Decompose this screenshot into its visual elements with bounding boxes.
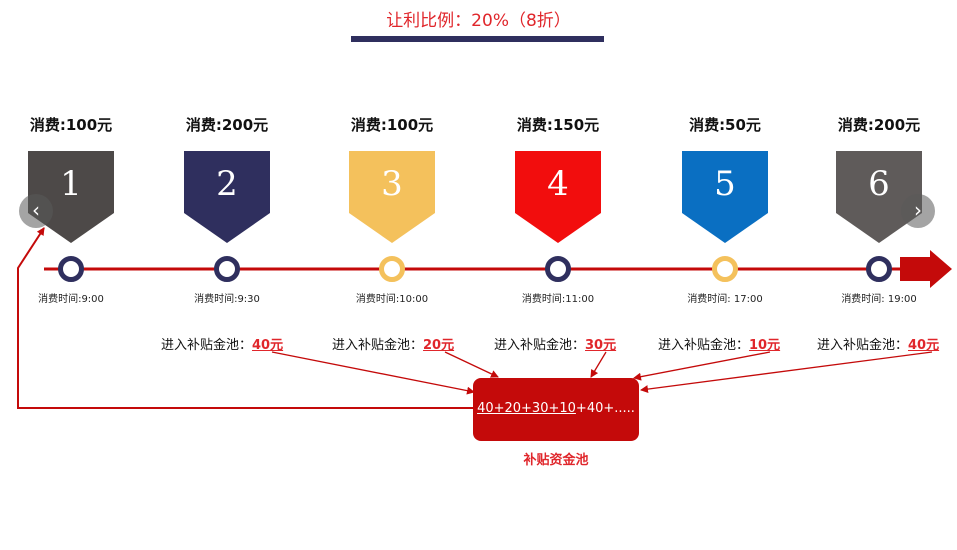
stage-6-timeline-node	[866, 256, 892, 282]
stage-6-number: 6	[868, 164, 890, 204]
stage-3-pool-contribution: 进入补贴金池：30元	[494, 334, 616, 353]
stage-1-time: 消费时间:9:00	[38, 294, 104, 305]
pool-formula: 40+20+30+10+40+.....	[473, 401, 639, 416]
stage-6-spend-label: 消费:200元	[837, 116, 921, 134]
pool-in-label: 进入补贴金池：	[161, 338, 253, 353]
stage-2-pool-contribution: 进入补贴金池：20元	[332, 334, 454, 353]
stage-5-badge: 5	[682, 151, 768, 243]
next-slide-button[interactable]: ›	[901, 194, 935, 228]
stage-2-timeline-node	[214, 256, 240, 282]
stage-4-badge: 4	[515, 151, 601, 243]
pool-in-label: 进入补贴金池：	[817, 338, 909, 353]
stage-4-timeline-node	[545, 256, 571, 282]
stage-1-timeline-node	[58, 256, 84, 282]
stage-2-spend-label: 消费:200元	[185, 116, 269, 134]
pool-in-label: 进入补贴金池：	[658, 338, 750, 353]
stage-5-time: 消费时间: 17:00	[687, 294, 763, 305]
pool-in-label: 进入补贴金池：	[332, 338, 424, 353]
pool-caption: 补贴资金池	[523, 453, 589, 468]
stage-5-number: 5	[714, 164, 736, 204]
pool-formula-rest: +40+.....	[575, 401, 635, 416]
arrow-5	[640, 351, 933, 394]
stage-5-timeline-node	[712, 256, 738, 282]
stage-2-badge: 2	[184, 151, 270, 243]
chevron-right-icon: ›	[914, 198, 922, 222]
stage-3-time: 消费时间:10:00	[355, 294, 429, 305]
stage-4-number: 4	[547, 164, 569, 204]
stage-2-number: 2	[216, 164, 238, 204]
pool-in-amount: 20元	[423, 338, 455, 353]
stage-4-time: 消费时间:11:00	[521, 294, 595, 305]
stage-4-pool-contribution: 进入补贴金池：10元	[658, 334, 780, 353]
chevron-left-icon: ‹	[32, 198, 40, 222]
stage-6-time: 消费时间: 19:00	[841, 294, 917, 305]
pool-formula-underlined: 40+20+30+10	[477, 401, 576, 416]
stage-4-spend-label: 消费:150元	[516, 116, 600, 134]
pool-in-amount: 40元	[252, 338, 284, 353]
page-title: 让利比例：20%（8折）	[386, 11, 571, 31]
stage-3-timeline-node	[379, 256, 405, 282]
stage-3-number: 3	[381, 164, 403, 204]
stage-1-number: 1	[60, 164, 82, 204]
title-underline	[351, 36, 604, 42]
stage-1-pool-contribution: 进入补贴金池：40元	[161, 334, 283, 353]
stage-3-spend-label: 消费:100元	[350, 116, 434, 134]
pool-in-amount: 30元	[585, 338, 617, 353]
stage-2-time: 消费时间:9:30	[194, 294, 260, 305]
stage-5-pool-contribution: 进入补贴金池：40元	[817, 334, 939, 353]
stage-1-spend-label: 消费:100元	[29, 116, 113, 134]
stage-5-spend-label: 消费:50元	[689, 116, 761, 134]
pool-in-label: 进入补贴金池：	[494, 338, 586, 353]
prev-slide-button[interactable]: ‹	[19, 194, 53, 228]
arrow-3	[590, 351, 607, 378]
pool-in-amount: 10元	[749, 338, 781, 353]
arrow-4	[633, 351, 771, 381]
arrow-1	[271, 351, 475, 395]
pool-in-amount: 40元	[908, 338, 940, 353]
subsidy-pool-box: 40+20+30+10+40+.....	[473, 378, 639, 441]
stage-3-badge: 3	[349, 151, 435, 243]
arrow-2	[444, 351, 499, 378]
feedback-arrow	[17, 227, 473, 409]
timeline-arrowhead	[900, 250, 952, 288]
stage-6-badge: 6	[836, 151, 922, 243]
